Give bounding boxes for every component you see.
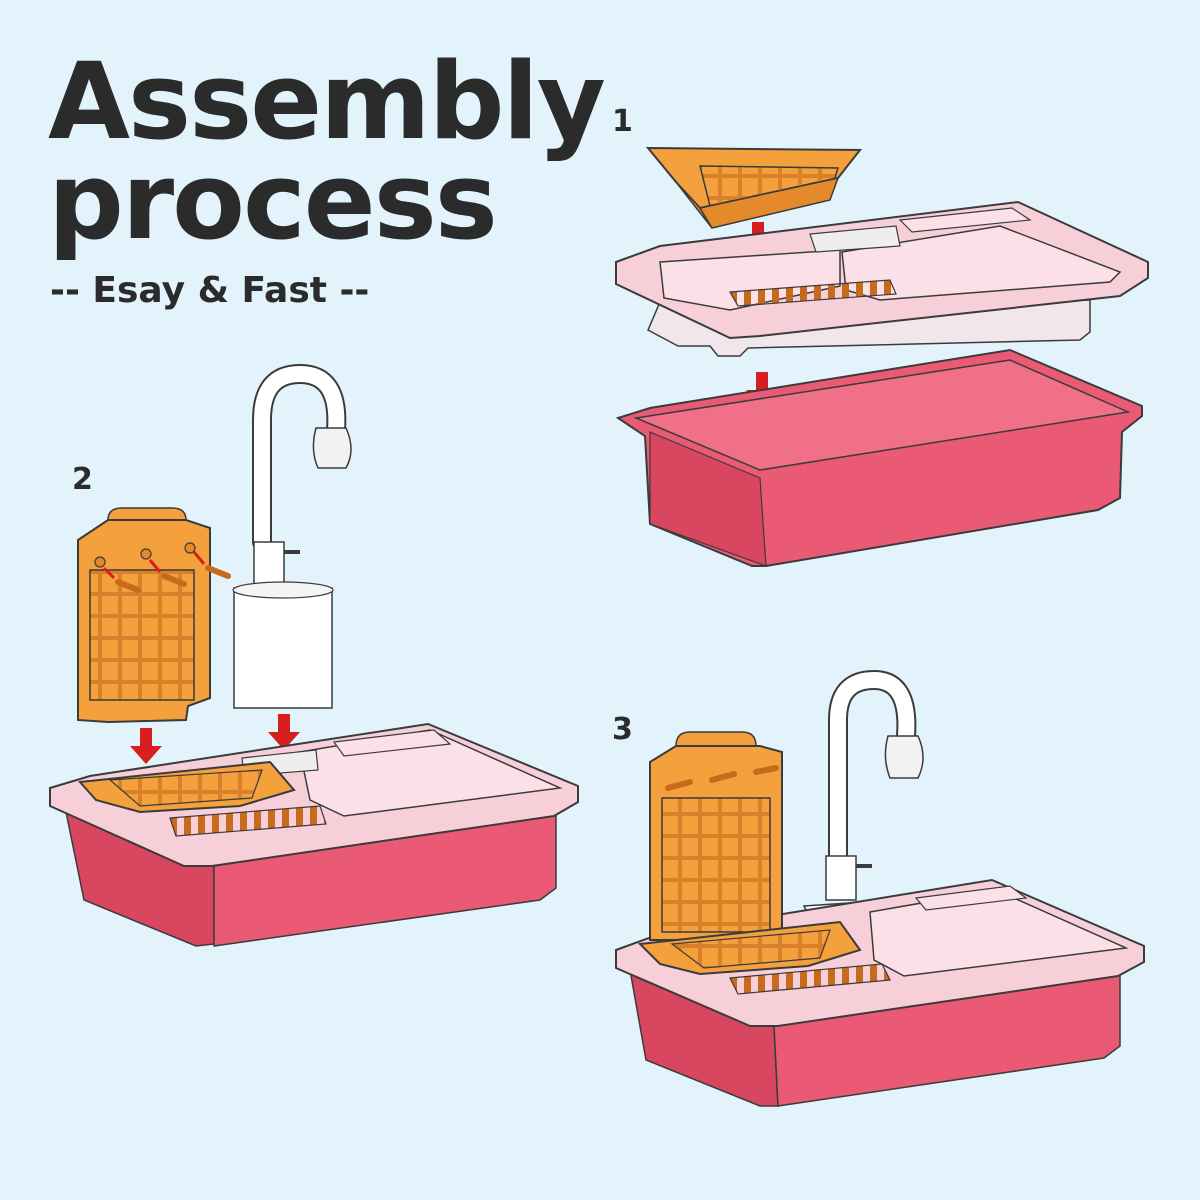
page-title: Assembly process xyxy=(48,49,606,255)
step-2-label: 2 xyxy=(72,462,93,497)
sink-assembly xyxy=(615,878,1145,1107)
faucet xyxy=(232,363,352,709)
subtitle: -- Esay & Fast -- xyxy=(50,270,370,311)
title-line-2: process xyxy=(48,140,498,263)
step-3-illustration xyxy=(615,669,1145,1107)
down-arrow-icon xyxy=(130,728,162,764)
drying-rack xyxy=(649,731,783,941)
step-1-illustration xyxy=(615,146,1149,567)
screw-icon xyxy=(102,551,231,593)
faucet xyxy=(802,669,924,923)
dish-basket xyxy=(637,920,862,976)
step-2-illustration xyxy=(49,363,579,947)
drying-rack xyxy=(77,507,211,724)
step-1-label: 1 xyxy=(612,104,633,139)
dish-basket xyxy=(645,146,863,229)
sink-assembly xyxy=(49,722,579,947)
countertop-tray xyxy=(615,200,1149,357)
step-3-label: 3 xyxy=(612,712,633,747)
sink-body xyxy=(615,348,1143,567)
title-line-1: Assembly xyxy=(48,40,606,163)
